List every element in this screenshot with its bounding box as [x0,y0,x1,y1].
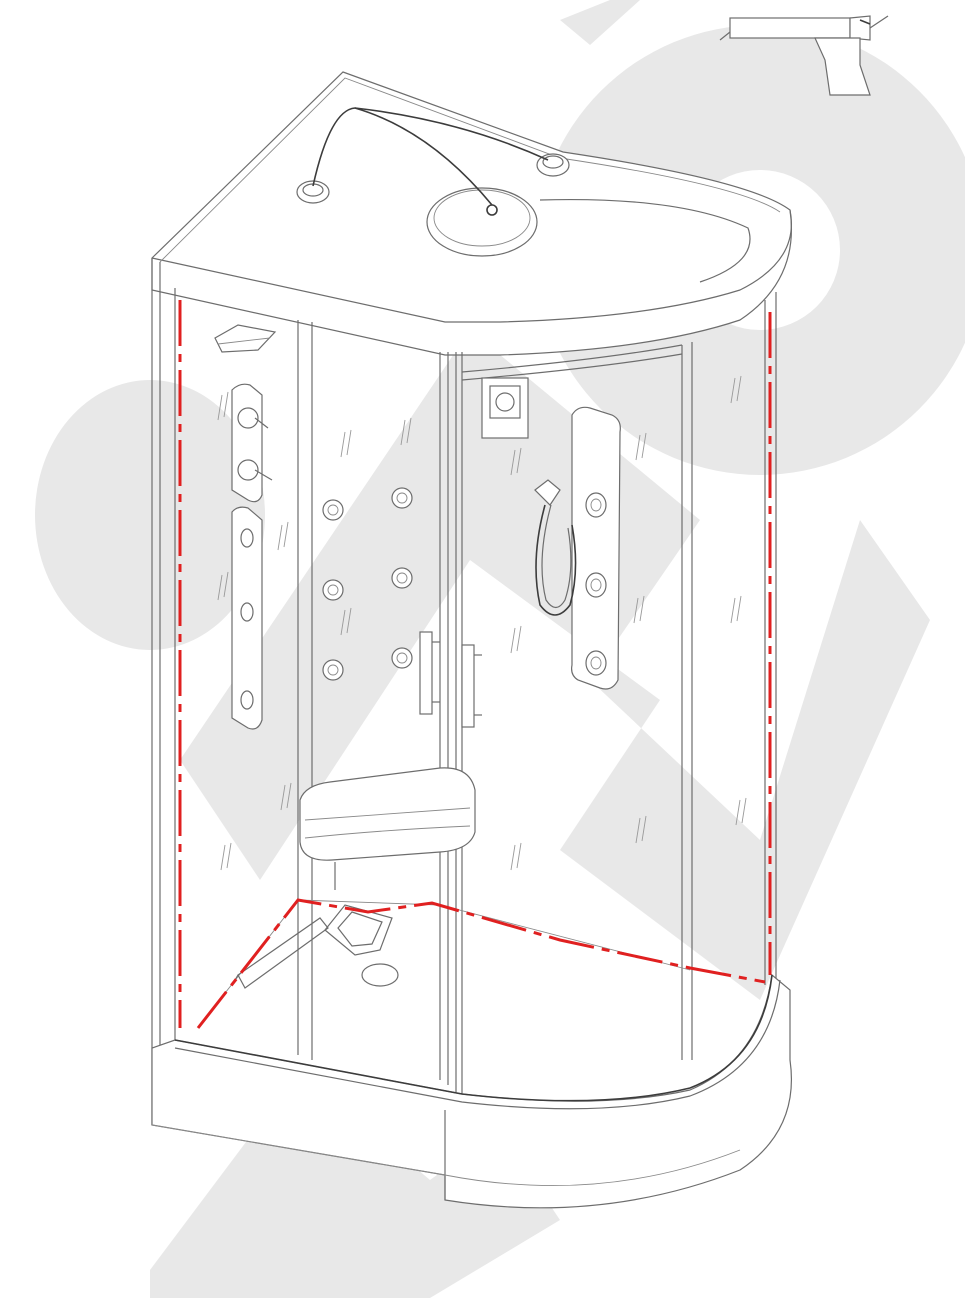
door-handles [419,631,482,728]
cabin-roof [151,71,792,356]
back-wall-jets [322,487,413,681]
watermark-letter-bottom [150,1070,560,1298]
cabin-base [151,899,792,1209]
glass-reflections [217,375,747,871]
foot-rest [231,904,393,989]
watermark-letter-top [560,0,640,45]
cabin-seat [299,767,476,890]
left-control-panel [214,324,277,730]
watermark-oval [35,380,265,650]
seal-floor [196,898,766,1029]
sealant-lines [178,300,772,1029]
watermark-letter-n [180,330,930,1000]
right-control-panel [481,377,621,690]
sealant-gun-icon [719,15,889,96]
cabin-frame [151,258,777,1125]
